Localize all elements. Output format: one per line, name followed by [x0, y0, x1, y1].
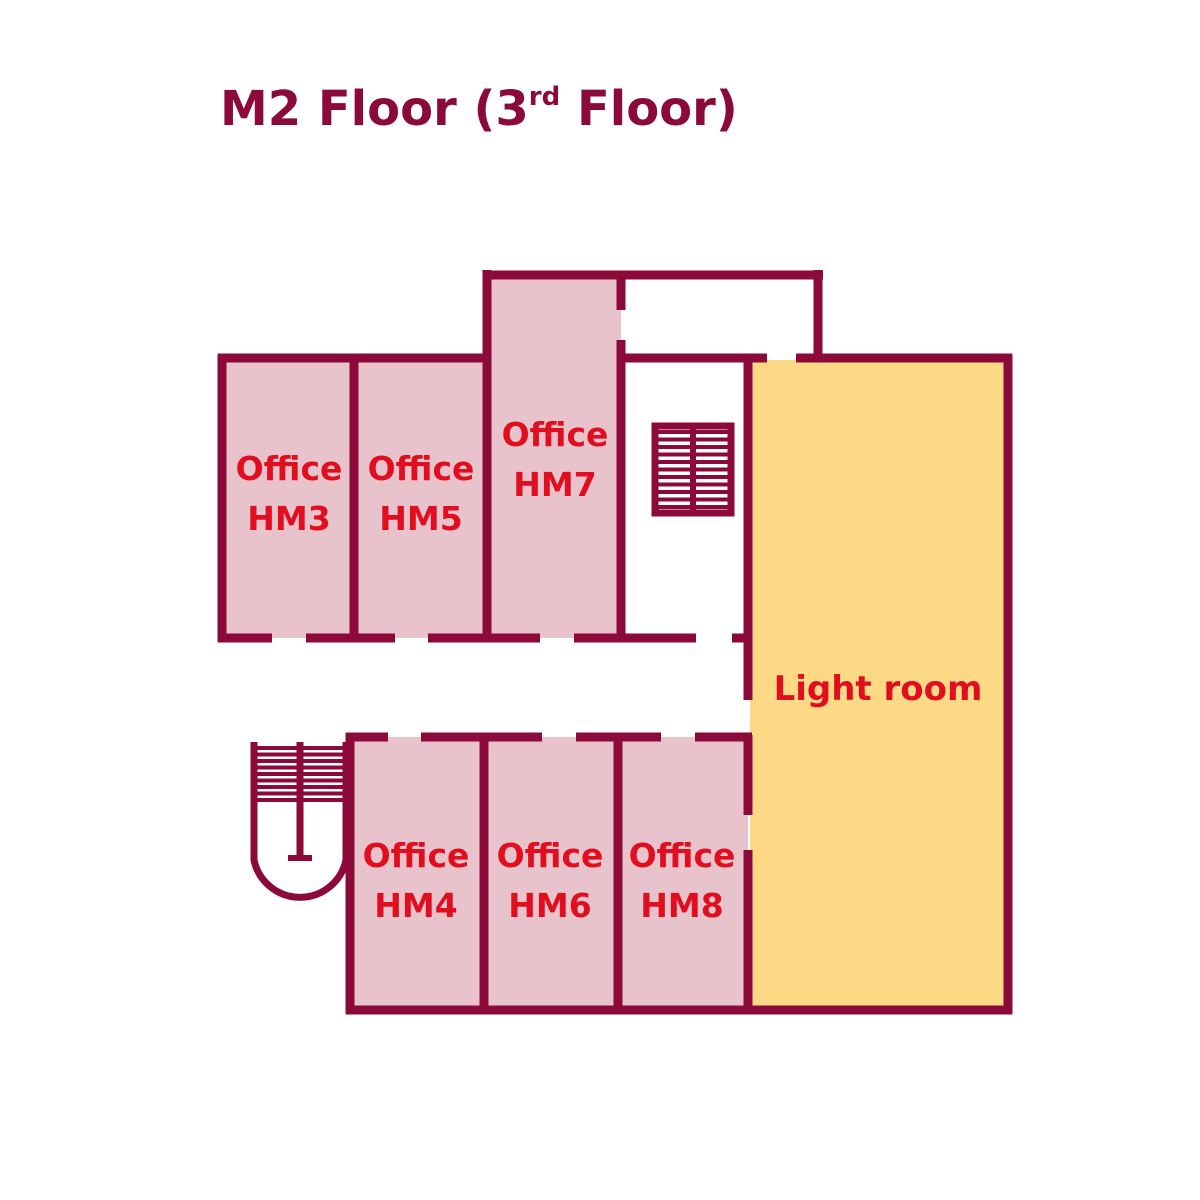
stair-steps: [254, 746, 346, 802]
walls: [217, 270, 1013, 1015]
staircase-icon: [651, 422, 735, 517]
title-superscript: rd: [529, 82, 560, 112]
room-fill-hm6: [484, 737, 618, 1009]
room-label-hm6-line1: Office: [497, 836, 604, 875]
room-label-hm8-line1: Office: [629, 836, 736, 875]
room-fill-hm4: [350, 737, 484, 1009]
room-label-hm4-line2: HM4: [374, 886, 457, 925]
room-fill-hm7: [487, 276, 621, 638]
title-main-text: M2 Floor (3: [220, 81, 529, 137]
room-fill-hm8: [618, 737, 748, 1009]
page-title: M2 Floor (3rd Floor): [220, 81, 738, 137]
title-end-text: Floor): [560, 81, 738, 137]
room-fill-hm3: [222, 360, 352, 638]
light-room-label: Light room: [774, 669, 983, 709]
room-label-hm5-line2: HM5: [379, 499, 462, 538]
light-room-fill: [750, 360, 1008, 1009]
room-label-hm3-line2: HM3: [247, 499, 330, 538]
room-label-hm3-line1: Office: [236, 449, 343, 488]
room-label-hm8-line2: HM8: [640, 886, 723, 925]
room-label-hm6-line2: HM6: [508, 886, 591, 925]
room-label-hm7-line2: HM7: [513, 465, 596, 504]
stair-steps: [655, 430, 731, 509]
room-label-hm5-line1: Office: [368, 449, 475, 488]
room-labels: Office HM3 Office HM5 Office HM7 Office …: [236, 415, 983, 925]
room-label-hm7-line1: Office: [502, 415, 609, 454]
stair-frame: [250, 742, 350, 901]
room-fill-hm5: [352, 360, 487, 638]
room-label-hm4-line1: Office: [363, 836, 470, 875]
room-fills: [222, 276, 1008, 1009]
spiral-staircase-icon: [250, 742, 350, 901]
